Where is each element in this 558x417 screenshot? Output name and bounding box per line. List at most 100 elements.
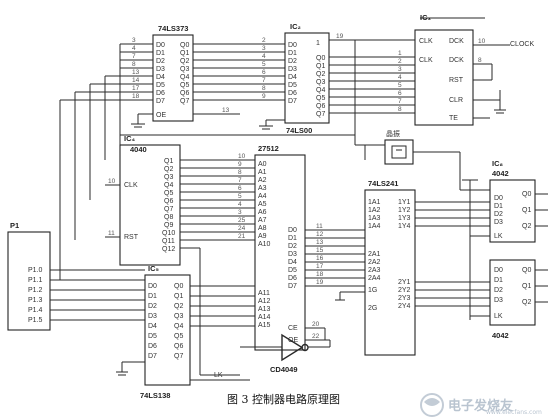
eprom-chip	[254, 154, 306, 351]
svg-text:1A4: 1A4	[368, 223, 381, 230]
svg-text:16: 16	[316, 255, 324, 262]
svg-text:D1: D1	[156, 50, 165, 57]
svg-text:Q4: Q4	[316, 87, 325, 94]
latch-top-chip	[152, 34, 194, 122]
svg-text:P1.3: P1.3	[28, 297, 43, 304]
svg-text:D4: D4	[288, 74, 297, 81]
svg-text:1Y1: 1Y1	[398, 199, 411, 206]
svg-text:8: 8	[132, 61, 136, 68]
svg-text:6: 6	[398, 90, 402, 97]
svg-text:A0: A0	[258, 161, 267, 168]
svg-text:D7: D7	[148, 353, 157, 360]
svg-text:OE: OE	[288, 337, 298, 344]
svg-text:1A3: 1A3	[368, 215, 381, 222]
svg-text:3: 3	[132, 37, 136, 44]
ff-right-top-label: 4042	[492, 169, 509, 178]
svg-text:IC₄: IC₄	[124, 134, 136, 143]
svg-text:2A2: 2A2	[368, 259, 381, 266]
svg-text:P1.0: P1.0	[28, 267, 43, 274]
svg-text:P1.4: P1.4	[28, 307, 43, 314]
svg-text:IC₂: IC₂	[290, 22, 301, 31]
counter-in-wires	[105, 134, 355, 238]
svg-text:Q1: Q1	[522, 207, 531, 214]
svg-text:1G: 1G	[368, 287, 377, 294]
svg-text:Q7: Q7	[164, 206, 173, 213]
watermark-title: 电子发烧友	[448, 398, 513, 414]
svg-text:5: 5	[398, 82, 402, 89]
svg-text:5: 5	[238, 193, 242, 200]
svg-text:Q8: Q8	[164, 214, 173, 221]
svg-text:OE: OE	[156, 112, 166, 119]
mux-top-chip	[284, 32, 330, 124]
svg-text:D3: D3	[494, 297, 503, 304]
svg-text:D2: D2	[494, 287, 503, 294]
svg-text:Q2: Q2	[522, 299, 531, 306]
svg-text:3: 3	[238, 209, 242, 216]
svg-text:Q1: Q1	[164, 158, 173, 165]
svg-text:D4: D4	[288, 259, 297, 266]
svg-text:18: 18	[316, 271, 324, 278]
svg-text:Q6: Q6	[164, 198, 173, 205]
svg-text:Q6: Q6	[174, 343, 183, 350]
svg-text:D0: D0	[156, 42, 165, 49]
svg-text:LK: LK	[494, 313, 503, 320]
svg-text:RST: RST	[124, 234, 139, 241]
svg-text:A7: A7	[258, 217, 267, 224]
ff-right-bottom-chip	[489, 259, 536, 326]
svg-text:D2: D2	[494, 211, 503, 218]
port-wires	[50, 269, 145, 321]
svg-text:Q7: Q7	[180, 98, 189, 105]
svg-text:21: 21	[238, 233, 246, 240]
svg-text:9: 9	[238, 161, 242, 168]
inverter-label: CD4049	[270, 365, 298, 374]
svg-text:D1: D1	[494, 277, 503, 284]
svg-text:D2: D2	[148, 303, 157, 310]
svg-text:A6: A6	[258, 209, 267, 216]
svg-text:A4: A4	[258, 193, 267, 200]
top-right-wires	[420, 17, 510, 119]
svg-text:D6: D6	[288, 275, 297, 282]
svg-text:12: 12	[316, 231, 324, 238]
svg-text:3: 3	[262, 45, 266, 52]
svg-text:CE: CE	[288, 325, 298, 332]
svg-text:D4: D4	[156, 74, 165, 81]
svg-text:D0: D0	[494, 195, 503, 202]
oscillator-label: 晶振	[386, 129, 400, 138]
svg-text:1Y3: 1Y3	[398, 215, 411, 222]
svg-text:A2: A2	[258, 177, 267, 184]
svg-text:P1.1: P1.1	[28, 277, 43, 284]
svg-text:Q1: Q1	[522, 283, 531, 290]
svg-text:Q2: Q2	[522, 223, 531, 230]
svg-text:3: 3	[398, 66, 402, 73]
svg-text:D7: D7	[288, 98, 297, 105]
svg-text:Q5: Q5	[316, 95, 325, 102]
svg-text:2: 2	[262, 37, 266, 44]
svg-text:A12: A12	[258, 298, 271, 305]
svg-text:CLK: CLK	[419, 57, 433, 64]
svg-text:Q3: Q3	[164, 174, 173, 181]
svg-text:D0: D0	[494, 267, 503, 274]
svg-text:20: 20	[312, 321, 320, 328]
svg-text:2A3: 2A3	[368, 267, 381, 274]
svg-text:D4: D4	[148, 323, 157, 330]
svg-text:D6: D6	[148, 343, 157, 350]
svg-text:10: 10	[108, 178, 116, 185]
svg-text:Q6: Q6	[316, 103, 325, 110]
svg-text:13: 13	[316, 239, 324, 246]
svg-text:2A1: 2A1	[368, 251, 381, 258]
svg-text:D2: D2	[288, 58, 297, 65]
svg-text:A8: A8	[258, 225, 267, 232]
svg-text:2Y4: 2Y4	[398, 303, 411, 310]
svg-text:Q9: Q9	[164, 222, 173, 229]
decoder-chip	[144, 274, 191, 386]
svg-text:7: 7	[238, 177, 242, 184]
svg-text:15: 15	[316, 247, 324, 254]
svg-text:D5: D5	[288, 82, 297, 89]
svg-text:P1.5: P1.5	[28, 317, 43, 324]
svg-text:6: 6	[262, 69, 266, 76]
svg-text:Q2: Q2	[164, 166, 173, 173]
